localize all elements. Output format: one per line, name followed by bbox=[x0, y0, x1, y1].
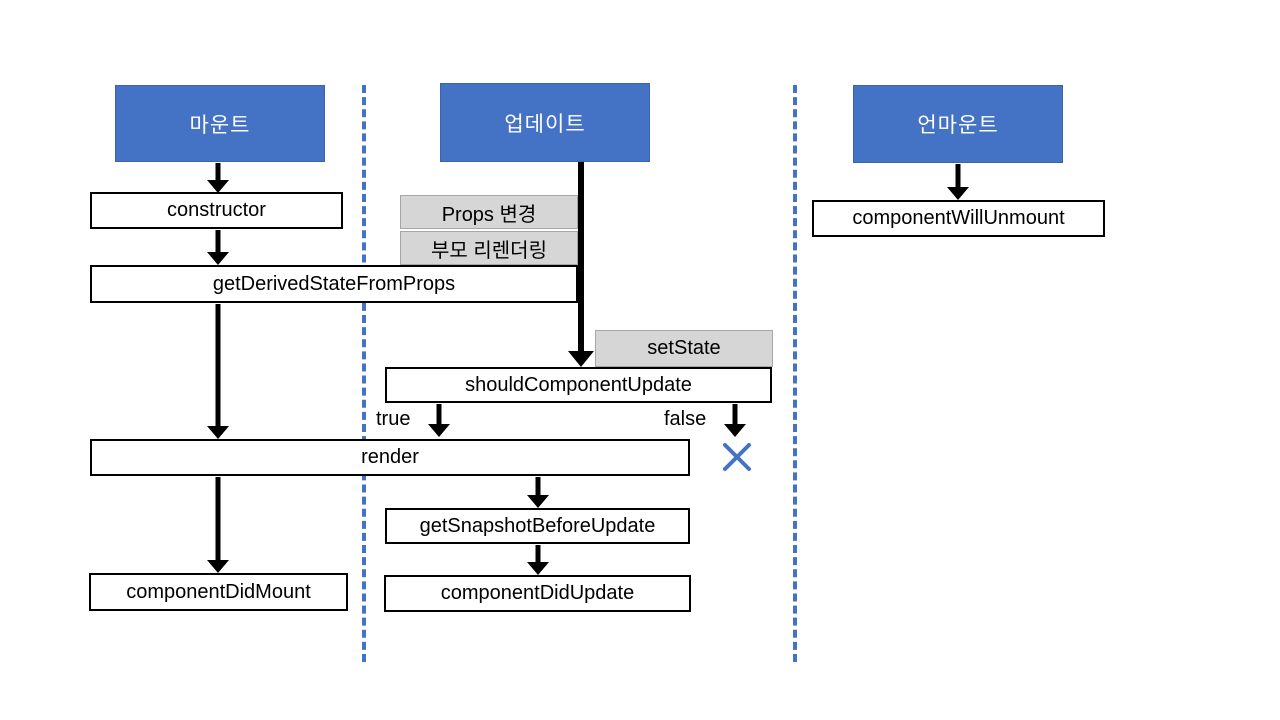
update-phase-header: 업데이트 bbox=[440, 83, 650, 162]
node-get-derived-state-from-props: getDerivedStateFromProps bbox=[90, 265, 578, 303]
node-component-did-update: componentDidUpdate bbox=[384, 575, 691, 612]
arrow-unmount-to-will-unmount bbox=[946, 164, 970, 200]
arrow-mount-to-constructor bbox=[206, 163, 230, 193]
unmount-phase-header: 언마운트 bbox=[853, 85, 1063, 163]
arrow-true-branch bbox=[427, 404, 451, 437]
node-component-did-mount: componentDidMount bbox=[89, 573, 348, 611]
mount-phase-header: 마운트 bbox=[115, 85, 325, 162]
arrow-render-to-did-mount bbox=[206, 477, 230, 573]
true-branch-label: true bbox=[376, 408, 411, 430]
trigger-props-change: Props 변경 bbox=[400, 195, 578, 229]
arrow-get-derived-to-render bbox=[206, 304, 230, 439]
column-divider-mount-update bbox=[362, 85, 366, 662]
arrow-render-to-snapshot bbox=[526, 477, 550, 508]
false-branch-label: false bbox=[664, 408, 707, 430]
arrow-snapshot-to-did-update bbox=[526, 545, 550, 575]
arrow-false-branch bbox=[723, 404, 747, 437]
trigger-set-state: setState bbox=[595, 330, 773, 367]
stop-x-icon bbox=[720, 440, 754, 479]
node-component-will-unmount: componentWillUnmount bbox=[812, 200, 1105, 237]
arrow-update-to-should-update bbox=[567, 162, 595, 367]
node-should-component-update: shouldComponentUpdate bbox=[385, 367, 772, 403]
arrow-constructor-to-get-derived bbox=[206, 230, 230, 265]
column-divider-update-unmount bbox=[793, 85, 797, 662]
node-render: render bbox=[90, 439, 690, 476]
node-get-snapshot-before-update: getSnapshotBeforeUpdate bbox=[385, 508, 690, 544]
trigger-parent-rerender: 부모 리렌더링 bbox=[400, 231, 578, 265]
node-constructor: constructor bbox=[90, 192, 343, 229]
